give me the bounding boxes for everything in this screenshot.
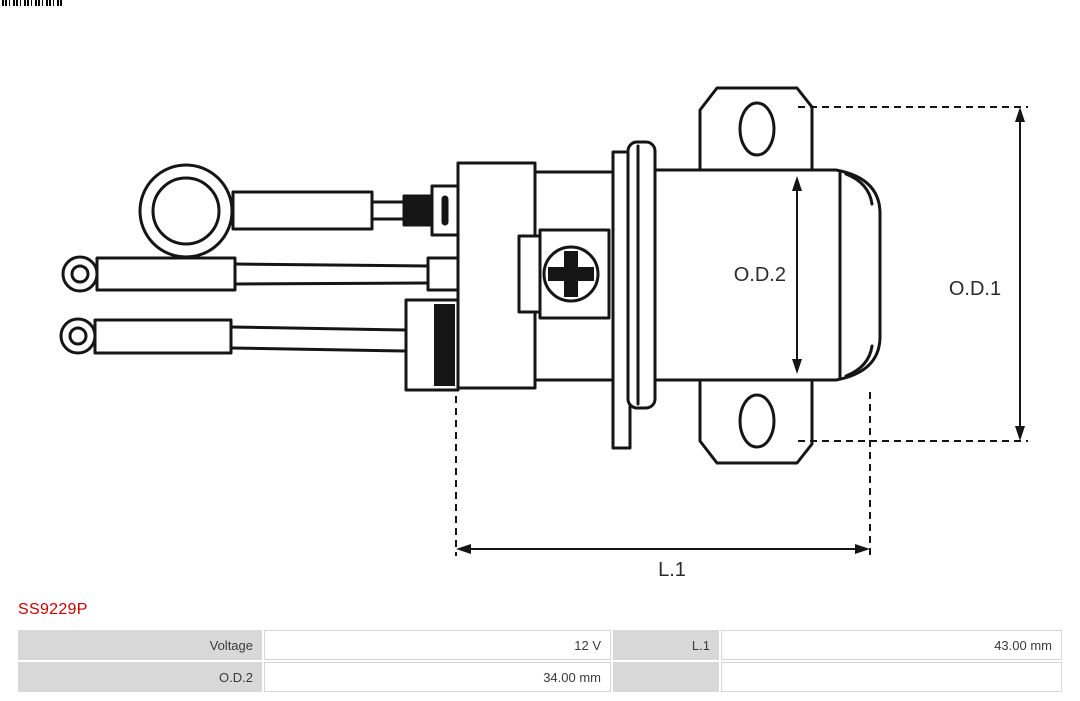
spec-value-empty [721,662,1062,692]
spec-table: Voltage 12 V L.1 43.00 mm O.D.2 34.00 mm [18,630,1062,692]
bracket-hole-top [738,101,776,157]
bracket-hole-bottom [738,393,776,449]
spec-label-empty [613,662,719,692]
dimension-od1 [798,106,1028,442]
eyelet-terminal-1 [61,255,460,293]
dimension-l1 [455,392,871,556]
od2-dimension-label: O.D.2 [734,264,786,286]
part-number: SS9229P [18,601,88,618]
dimension-od2 [792,176,802,374]
solenoid-body [456,86,882,465]
eyelet-terminal-2 [59,298,460,392]
spec-value-l1: 43.00 mm [721,630,1062,660]
ring-terminal [138,163,460,259]
spec-label-od2: O.D.2 [18,662,262,692]
spec-value-voltage: 12 V [264,630,611,660]
solenoid-technical-drawing: O.D.2 O.D.1 L.1 [59,86,1028,581]
barcode [2,0,64,6]
spec-label-l1: L.1 [613,630,719,660]
spec-value-od2: 34.00 mm [264,662,611,692]
l1-dimension-label: L.1 [658,559,686,581]
od1-dimension-label: O.D.1 [949,278,1001,300]
spec-label-voltage: Voltage [18,630,262,660]
screw-terminal [517,228,611,320]
